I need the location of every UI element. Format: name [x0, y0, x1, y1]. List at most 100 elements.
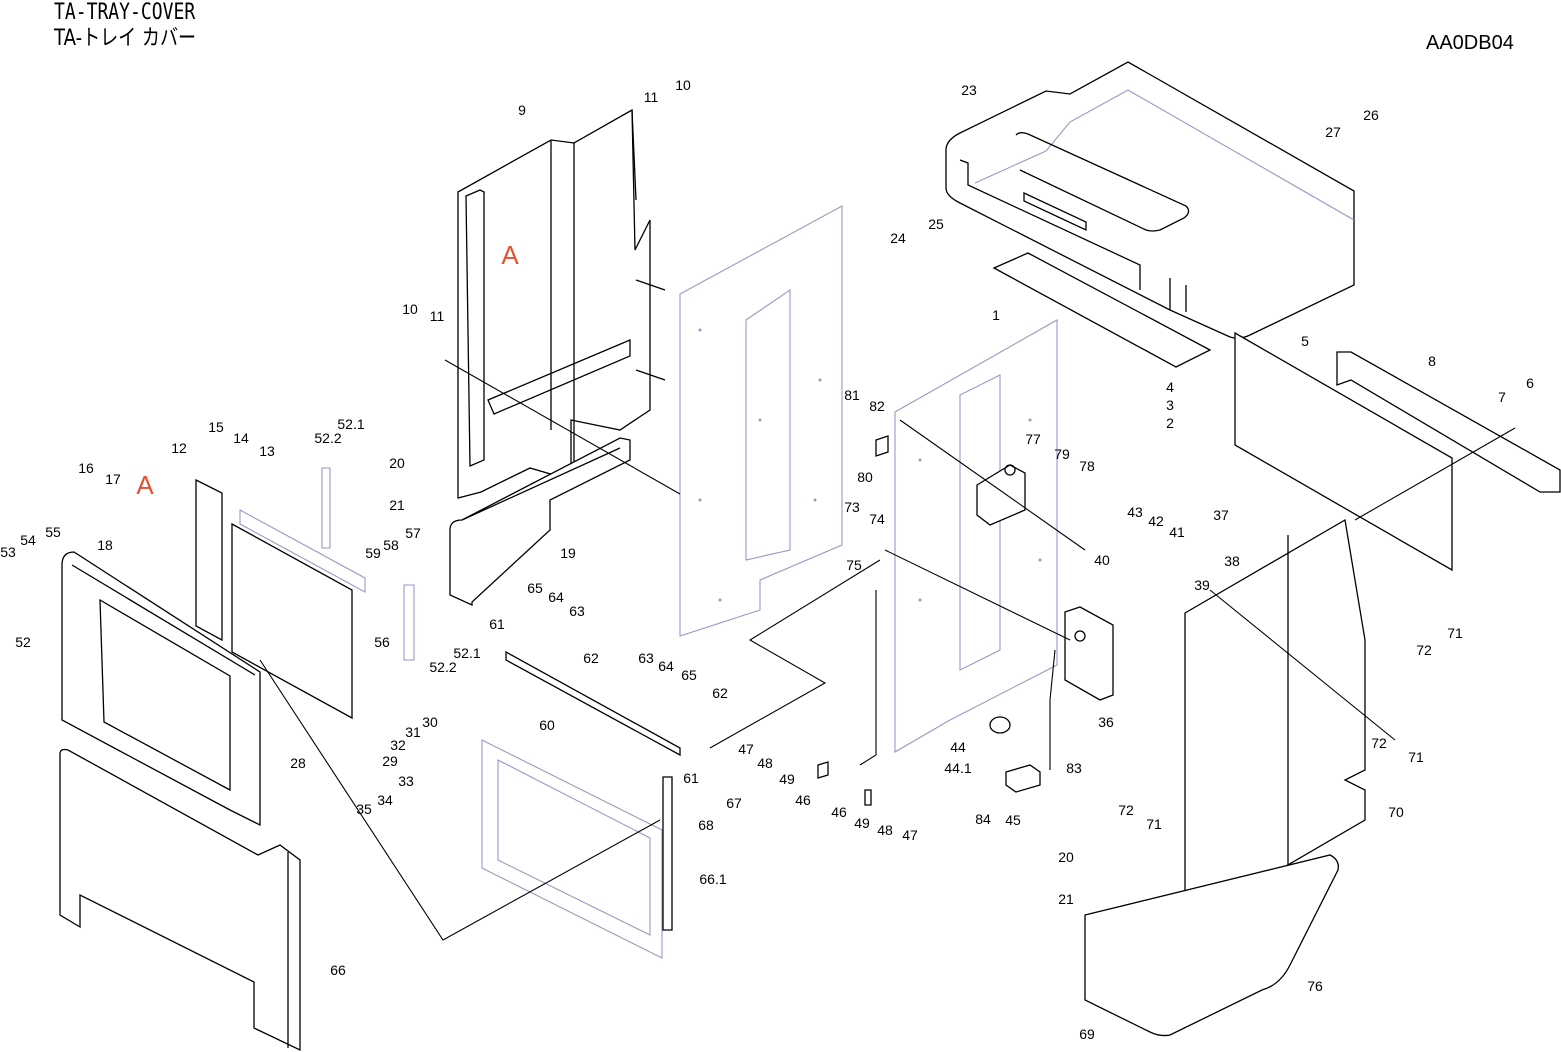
callout-c46a: 46	[795, 792, 811, 808]
callout-c66: 66	[330, 962, 346, 978]
callout-c35: 35	[356, 801, 372, 817]
callout-c48a: 48	[757, 755, 773, 771]
callout-c56: 56	[374, 634, 390, 650]
callout-c40: 40	[1094, 552, 1110, 568]
part-52-front-door	[61, 551, 261, 827]
callout-c38: 38	[1224, 553, 1240, 569]
callout-c18: 18	[97, 537, 113, 553]
part-66-1-strip	[662, 776, 673, 931]
callout-c44: 44	[950, 739, 966, 755]
callout-c20b: 20	[1058, 849, 1074, 865]
hidden-door-frame	[481, 739, 663, 959]
callout-c41: 41	[1169, 524, 1185, 540]
callout-c79: 79	[1054, 446, 1070, 462]
callout-c63b: 63	[638, 650, 654, 666]
callout-c52: 52	[15, 634, 31, 650]
callout-c28: 28	[290, 755, 306, 771]
callout-c47a: 47	[738, 741, 754, 757]
callout-c44_1: 44.1	[944, 760, 971, 776]
callout-c39: 39	[1194, 577, 1210, 593]
callout-c24: 24	[890, 230, 906, 246]
callout-c65b: 65	[681, 667, 697, 683]
reference-marker-layer: AA	[136, 240, 519, 500]
callout-c20a: 20	[389, 455, 405, 471]
callout-c10a: 10	[675, 77, 691, 93]
callout-c72a: 72	[1416, 642, 1432, 658]
callout-c52_2b: 52.2	[429, 659, 456, 675]
part-66-lower-front-cover	[59, 748, 301, 1052]
callout-c23: 23	[961, 82, 977, 98]
diagram-title-english: TA-TRAY-COVER	[54, 0, 196, 25]
callout-c3: 3	[1166, 397, 1174, 413]
callout-c57: 57	[405, 525, 421, 541]
callout-c61a: 61	[489, 616, 505, 632]
callout-c46b: 46	[831, 804, 847, 820]
assembly-lines	[259, 359, 1516, 941]
callout-c11a: 11	[644, 89, 659, 105]
part-46-catch-a	[817, 761, 829, 779]
callout-c67: 67	[726, 795, 742, 811]
part-77-switch-box	[976, 464, 1026, 526]
callout-c66_1: 66.1	[699, 871, 726, 887]
part-76-base-cover	[1084, 854, 1339, 1037]
callout-c19: 19	[560, 545, 576, 561]
callout-c27: 27	[1325, 124, 1341, 140]
callout-c45: 45	[1005, 812, 1021, 828]
callout-c52_1a: 52.1	[337, 416, 364, 432]
callout-c16: 16	[78, 460, 94, 476]
callout-c77: 77	[1025, 431, 1041, 447]
callout-c26: 26	[1363, 107, 1379, 123]
callout-c59: 59	[365, 545, 381, 561]
callout-c52_2a: 52.2	[314, 430, 341, 446]
part-70-side-frame	[1184, 518, 1366, 927]
part-80-bracket	[875, 435, 889, 457]
callout-c2: 2	[1166, 415, 1174, 431]
reference-marker-a: A	[501, 240, 519, 270]
callout-c10b: 10	[402, 301, 418, 317]
callout-c68: 68	[698, 817, 714, 833]
callout-c54: 54	[20, 532, 36, 548]
callout-c14: 14	[233, 430, 249, 446]
callout-c43: 43	[1127, 504, 1143, 520]
hidden-frame-plate-right	[894, 319, 1058, 753]
callout-c48b: 48	[877, 822, 893, 838]
callout-c13: 13	[259, 443, 275, 459]
callout-c75: 75	[846, 557, 862, 573]
hidden-frame-plate-left	[679, 205, 843, 637]
callout-c32: 32	[390, 737, 406, 753]
callout-c7: 7	[1498, 389, 1506, 405]
callout-c83: 83	[1066, 760, 1082, 776]
callout-c74: 74	[869, 511, 885, 527]
callout-c21b: 21	[1058, 891, 1074, 907]
callout-c52_1b: 52.1	[453, 645, 480, 661]
callout-c72c: 72	[1118, 802, 1134, 818]
callout-c37: 37	[1213, 507, 1229, 523]
callout-c1: 1	[992, 307, 1000, 323]
callout-c5: 5	[1301, 333, 1309, 349]
drawing-code: AA0DB04	[1426, 32, 1514, 54]
callout-c33: 33	[398, 773, 414, 789]
callout-c12: 12	[171, 440, 187, 456]
callout-c69: 69	[1079, 1026, 1095, 1042]
callout-c29: 29	[382, 753, 398, 769]
part-12-hinge-bracket	[195, 478, 223, 642]
callout-c71b: 71	[1408, 749, 1424, 765]
callout-c11b: 11	[430, 308, 445, 324]
part-46-catch-b	[864, 789, 872, 806]
callout-c17: 17	[105, 471, 121, 487]
part-56-panel	[231, 522, 353, 720]
part-44-button	[989, 716, 1011, 734]
part-8-rail	[1336, 351, 1561, 493]
callout-c4: 4	[1166, 379, 1174, 395]
callout-c63a: 63	[569, 603, 585, 619]
part-1-plate	[992, 252, 1212, 368]
callout-c42: 42	[1148, 513, 1164, 529]
callout-c31: 31	[405, 724, 421, 740]
callout-c9: 9	[518, 102, 526, 118]
callout-c76: 76	[1307, 978, 1323, 994]
part-19-lower-cover	[449, 437, 631, 607]
callout-c30: 30	[422, 714, 438, 730]
callout-c8: 8	[1428, 353, 1436, 369]
reference-marker-a: A	[136, 470, 154, 500]
